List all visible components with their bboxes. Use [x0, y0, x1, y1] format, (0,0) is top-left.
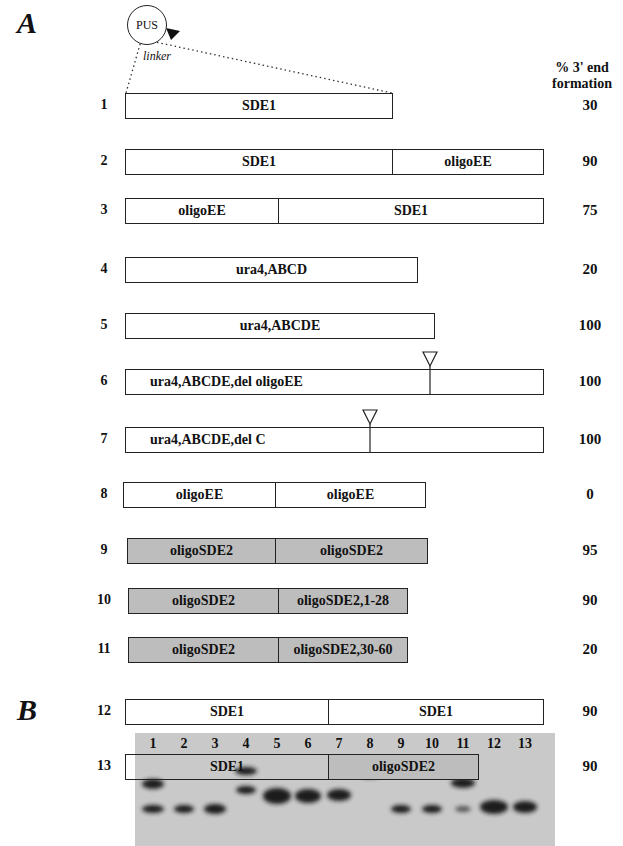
segment-box: SDE1	[125, 93, 393, 119]
deletion-marker	[423, 352, 437, 366]
column-heading: % 3' end formation	[545, 60, 619, 92]
deletion-line	[369, 424, 370, 453]
percent-value: 75	[568, 202, 612, 219]
linker-label: linker	[143, 49, 183, 64]
shaded-segment-box: oligoSDE2	[275, 538, 428, 564]
deletion-line	[429, 366, 430, 395]
row-number: 10	[93, 592, 115, 608]
segment-box: SDE1	[125, 754, 329, 780]
segment-label: ura4,ABCDE,del C	[150, 432, 266, 448]
segment-label: SDE1	[242, 154, 276, 170]
lane-number: 8	[357, 736, 383, 752]
row-number: 4	[93, 261, 115, 277]
percent-value: 0	[568, 486, 612, 503]
segment-label: oligoSDE2	[172, 642, 235, 658]
segment-label: oligoSDE2,1-28	[297, 593, 389, 609]
segment-label: SDE1	[419, 704, 453, 720]
row-number: 12	[93, 703, 115, 719]
segment-label: SDE1	[242, 98, 276, 114]
shaded-segment-box: oligoSDE2	[128, 637, 279, 663]
lane-number: 4	[233, 736, 259, 752]
segment-label: oligoSDE2	[172, 593, 235, 609]
arrowhead-symbol	[166, 28, 180, 40]
lane-number: 12	[481, 736, 507, 752]
lane-number: 6	[295, 736, 321, 752]
percent-value: 90	[568, 592, 612, 609]
panel-letter: B	[12, 693, 42, 727]
segment-box: SDE1	[125, 149, 393, 175]
lane-number: 1	[140, 736, 166, 752]
segment-label: oligoEE	[327, 487, 374, 503]
percent-value: 90	[568, 153, 612, 170]
row-number: 9	[93, 542, 115, 558]
percent-value: 90	[568, 703, 612, 720]
row-number: 2	[93, 153, 115, 169]
deletion-marker	[363, 410, 377, 424]
linker-connector	[126, 42, 392, 93]
lane-number: 7	[326, 736, 352, 752]
segment-label: oligoEE	[176, 487, 223, 503]
segment-box: ura4,ABCDE,del C	[125, 427, 544, 453]
shaded-segment-box: oligoSDE2	[127, 538, 276, 564]
segment-label: oligoEE	[178, 203, 225, 219]
shaded-segment-box: oligoSDE2	[128, 588, 279, 614]
lane-number: 3	[202, 736, 228, 752]
shaded-segment-box: oligoSDE2,1-28	[278, 588, 408, 614]
segment-box: oligoEE	[123, 482, 276, 508]
row-number: 5	[93, 317, 115, 333]
row-number: 6	[93, 373, 115, 389]
segment-box: SDE1	[125, 699, 329, 725]
segment-box: ura4,ABCD	[125, 257, 418, 283]
gel-image	[135, 733, 555, 846]
segment-box: oligoEE	[275, 482, 426, 508]
promoter-circle: PUS	[127, 5, 167, 45]
segment-label: ura4,ABCDE	[240, 318, 321, 334]
row-number: 11	[93, 641, 115, 657]
segment-label: ura4,ABCDE,del oligoEE	[150, 374, 303, 390]
percent-value: 20	[568, 261, 612, 278]
segment-box: ura4,ABCDE,del oligoEE	[125, 369, 544, 395]
segment-label: SDE1	[394, 203, 428, 219]
segment-label: SDE1	[210, 704, 244, 720]
row-number: 7	[93, 431, 115, 447]
segment-label: oligoSDE2	[170, 543, 233, 559]
segment-label: oligoEE	[444, 154, 491, 170]
row-number: 8	[93, 486, 115, 502]
segment-label: PUS	[136, 18, 158, 33]
percent-value: 90	[568, 758, 612, 775]
lane-number: 10	[419, 736, 445, 752]
shaded-segment-box: oligoSDE2,30-60	[278, 637, 408, 663]
row-number: 3	[93, 202, 115, 218]
segment-box: oligoEE	[125, 198, 279, 224]
segment-box: ura4,ABCDE	[125, 313, 435, 339]
lane-number: 11	[450, 736, 476, 752]
panel-letter: A	[12, 6, 42, 40]
row-number: 13	[93, 758, 115, 774]
segment-label: oligoSDE2,30-60	[293, 642, 392, 658]
lane-number: 9	[388, 736, 414, 752]
shaded-segment-box: oligoSDE2	[328, 754, 479, 780]
segment-label: oligoSDE2	[372, 759, 435, 775]
segment-box: oligoEE	[392, 149, 544, 175]
lane-number: 5	[264, 736, 290, 752]
percent-value: 100	[568, 317, 612, 334]
row-number: 1	[93, 97, 115, 113]
percent-value: 20	[568, 641, 612, 658]
percent-value: 100	[568, 373, 612, 390]
percent-value: 30	[568, 97, 612, 114]
segment-label: oligoSDE2	[320, 543, 383, 559]
segment-label: SDE1	[210, 759, 244, 775]
segment-label: ura4,ABCD	[236, 262, 307, 278]
lane-number: 2	[171, 736, 197, 752]
segment-box: SDE1	[328, 699, 544, 725]
percent-value: 95	[568, 542, 612, 559]
segment-box: SDE1	[278, 198, 544, 224]
percent-value: 100	[568, 431, 612, 448]
lane-number: 13	[512, 736, 538, 752]
